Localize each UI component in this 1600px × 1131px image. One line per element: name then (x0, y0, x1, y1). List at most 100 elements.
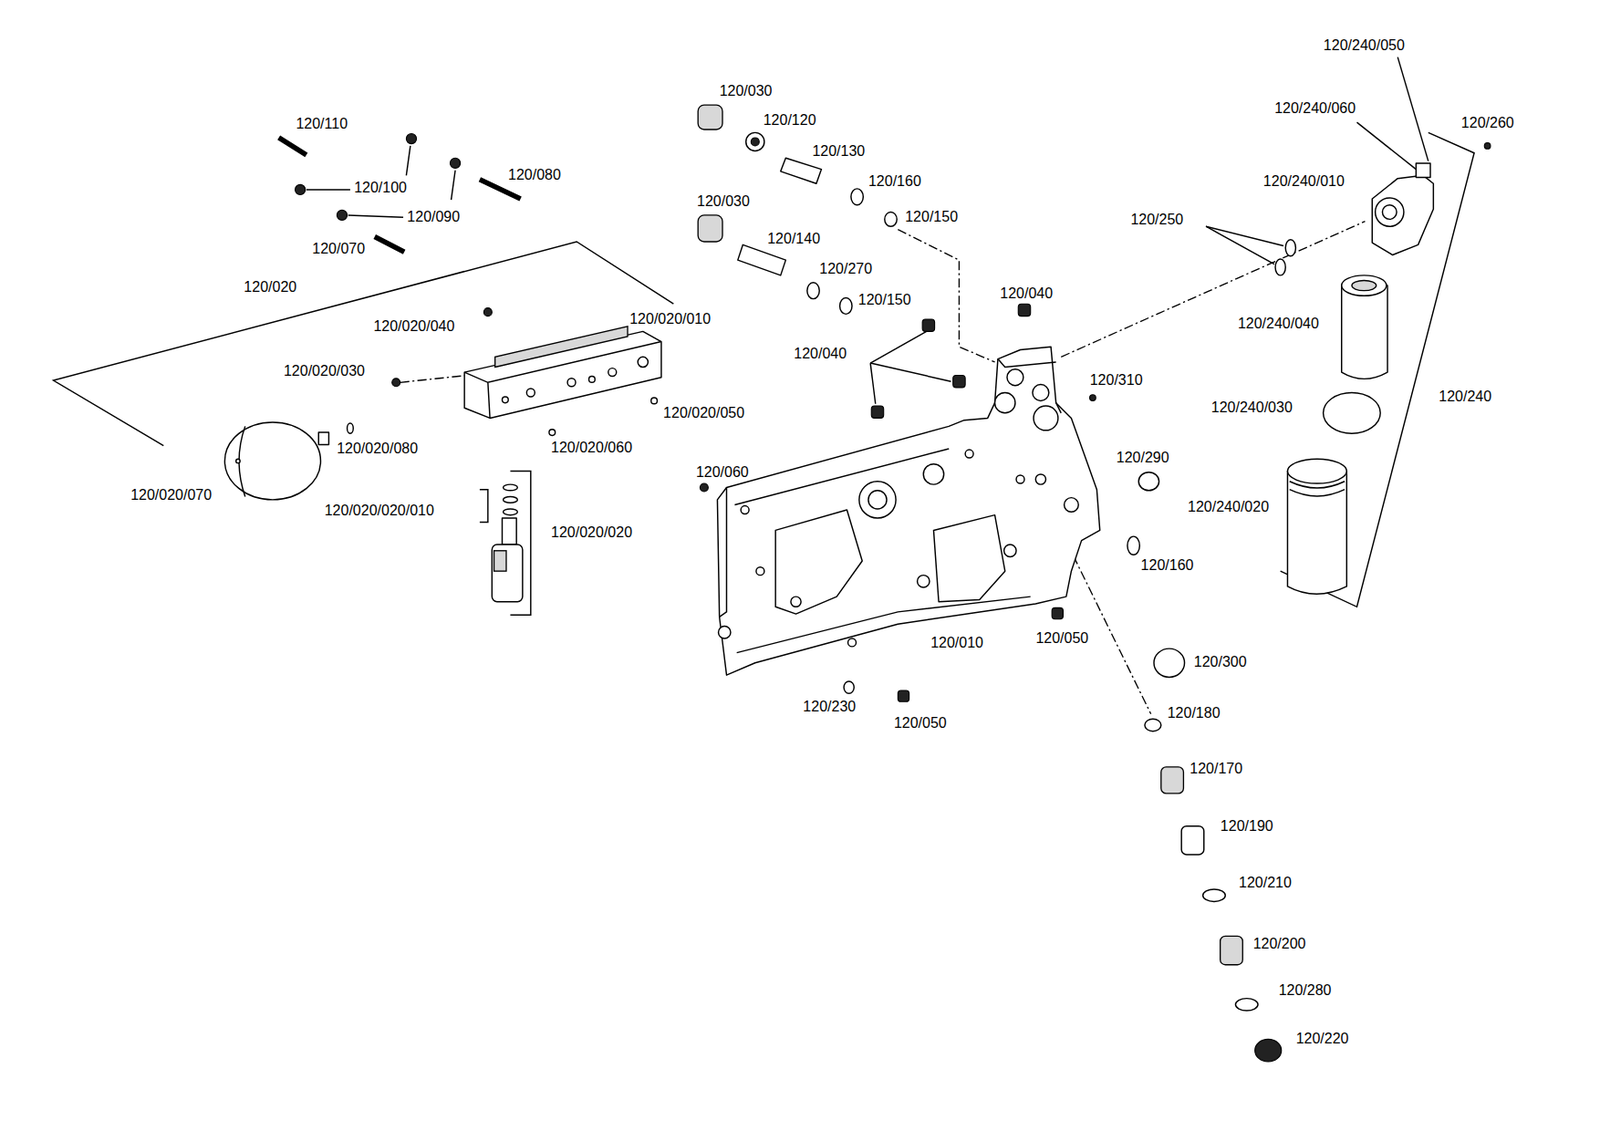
callout-number: 120/040 (999, 284, 1053, 303)
filter-assembly-part (1484, 143, 1491, 150)
valve-spools-part (737, 244, 787, 276)
callout-number: 120/160 (868, 172, 922, 191)
plug-part (922, 319, 935, 332)
valve-block-parts-part (549, 429, 556, 437)
valve-block-part (589, 376, 596, 384)
callout-number: 120/240 (1438, 387, 1492, 406)
callout-number: 120/240/050 (1323, 36, 1405, 55)
housing-part (734, 448, 1030, 654)
callout-number: 120/020/060 (550, 438, 633, 458)
bracket-line-part (53, 241, 675, 447)
valve-block-parts (347, 308, 658, 437)
housing-part (1016, 475, 1025, 484)
stack-parts-part (1127, 536, 1140, 555)
valve-spools-part (851, 188, 863, 206)
pins-and-balls-part (449, 157, 460, 168)
stack-parts-part (1138, 472, 1159, 491)
plug-part (1018, 303, 1030, 316)
callout-number: 120/020/070 (130, 486, 212, 505)
plug-part (870, 331, 926, 364)
stack-parts-part (1161, 767, 1185, 794)
callout-number: 120/140 (767, 229, 821, 249)
housing (716, 346, 1100, 676)
valve-block-part (608, 368, 617, 377)
callout-number: 120/300 (1194, 653, 1247, 672)
filter-assembly-part (1381, 205, 1397, 220)
callout-number: 120/020/040 (373, 317, 455, 336)
accumulator-part (236, 458, 240, 463)
housing-part (718, 626, 731, 639)
solenoid-valve-part (491, 544, 523, 603)
plug-part (953, 374, 966, 387)
plug-part (699, 483, 708, 492)
valve-block-parts-part (483, 308, 492, 317)
callout-number: 120/010 (930, 633, 984, 653)
plug-part (1051, 607, 1063, 619)
callout-number: 120/190 (1220, 817, 1274, 836)
filter-assembly-part (1287, 458, 1347, 484)
filter-assembly-part (1323, 392, 1382, 434)
callout-number: 120/240/010 (1263, 172, 1345, 191)
callout-number: 120/290 (1116, 448, 1170, 468)
pins-and-balls-part (336, 209, 347, 220)
callout-number: 120/240/040 (1237, 314, 1320, 333)
pins-and-balls-part (295, 184, 306, 195)
stack-parts-part (1181, 826, 1205, 855)
plug-part (897, 690, 909, 702)
callout-number: 120/240/030 (1211, 398, 1293, 417)
filter-assembly-part (1341, 275, 1387, 296)
callout-number: 120/030 (696, 192, 750, 211)
valve-block-parts-part (347, 423, 354, 434)
valve-spools-part (697, 104, 723, 130)
callout-number: 120/020/010 (629, 310, 711, 329)
housing-part (1007, 369, 1024, 386)
callout-number: 120/110 (295, 114, 348, 134)
centre-line (400, 221, 1366, 715)
accumulator (224, 422, 329, 500)
plug-part (870, 363, 951, 382)
callout-number: 120/040 (793, 344, 847, 364)
valve-block-part (495, 326, 628, 368)
callout-number: 120/200 (1253, 935, 1307, 954)
housing-part (923, 464, 944, 485)
callout-number: 120/130 (811, 142, 865, 161)
solenoid-valve-part (503, 484, 519, 491)
callout-number: 120/080 (508, 166, 562, 185)
housing-part (868, 490, 887, 510)
solenoid-valve-part (503, 509, 519, 516)
filter-assembly-part (1205, 226, 1284, 246)
housing-part (1033, 405, 1059, 431)
solenoid-valve-part (502, 518, 518, 545)
stack-parts-part (1255, 1038, 1282, 1062)
housing-part (965, 449, 974, 458)
pins-and-balls-part (451, 170, 456, 200)
pins-and-balls-part (306, 188, 351, 190)
callout-number: 120/250 (1130, 210, 1184, 229)
callout-number: 120/310 (1090, 371, 1143, 390)
callout-number: 120/020/080 (336, 439, 418, 458)
callout-number: 120/020/020 (550, 523, 633, 542)
callout-number: 120/020/050 (663, 404, 745, 423)
filter-assembly-part (1205, 226, 1275, 264)
plug (699, 303, 1096, 702)
housing-part (848, 638, 857, 647)
callout-number: 120/050 (1035, 629, 1089, 648)
centre-line-part (897, 229, 995, 363)
stack-parts-part (1144, 718, 1162, 731)
filter-assembly-part (1375, 197, 1404, 227)
bracket-line-part (479, 489, 489, 523)
valve-block-part (567, 378, 576, 387)
callout-number: 120/150 (904, 207, 958, 227)
stack-parts-part (1220, 935, 1244, 965)
housing-part (790, 596, 801, 607)
accumulator-part (224, 422, 321, 500)
pins-and-balls-part (348, 215, 404, 218)
callout-number: 120/060 (696, 463, 749, 482)
pins-and-balls-part (405, 133, 416, 144)
plug-part (843, 681, 854, 694)
solenoid-valve (491, 484, 523, 603)
stack-parts-part (1235, 998, 1258, 1011)
filter-assembly-part (1285, 239, 1296, 257)
